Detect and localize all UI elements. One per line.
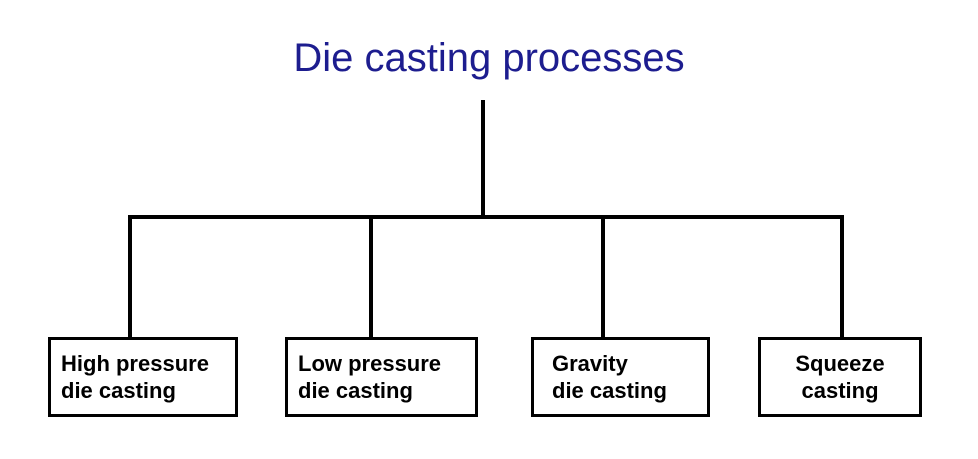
branch-connector-2 (369, 215, 373, 337)
page-title: Die casting processes (293, 36, 685, 80)
node-low-pressure-die-casting[interactable]: Low pressure die casting (285, 337, 478, 417)
node-squeeze-casting[interactable]: Squeeze casting (758, 337, 922, 417)
node-label-line-2: casting (801, 378, 879, 403)
node-label-line-1: Low pressure (298, 351, 442, 376)
node-label-line-1: Gravity (552, 351, 628, 376)
branch-connector-4 (840, 215, 844, 337)
branch-connector-3 (601, 215, 605, 337)
branch-connector-1 (128, 215, 132, 337)
node-high-pressure-die-casting[interactable]: High pressure die casting (48, 337, 238, 417)
node-gravity-die-casting[interactable]: Gravity die casting (531, 337, 710, 417)
node-label-line-1: High pressure (61, 351, 209, 376)
node-label-line-2: die casting (61, 378, 176, 403)
root-stem-connector (481, 100, 485, 219)
node-label-line-2: die casting (552, 378, 667, 403)
node-label-line-2: die casting (298, 378, 413, 403)
node-label-line-1: Squeeze (795, 351, 885, 376)
horizontal-bus-connector (128, 215, 844, 219)
